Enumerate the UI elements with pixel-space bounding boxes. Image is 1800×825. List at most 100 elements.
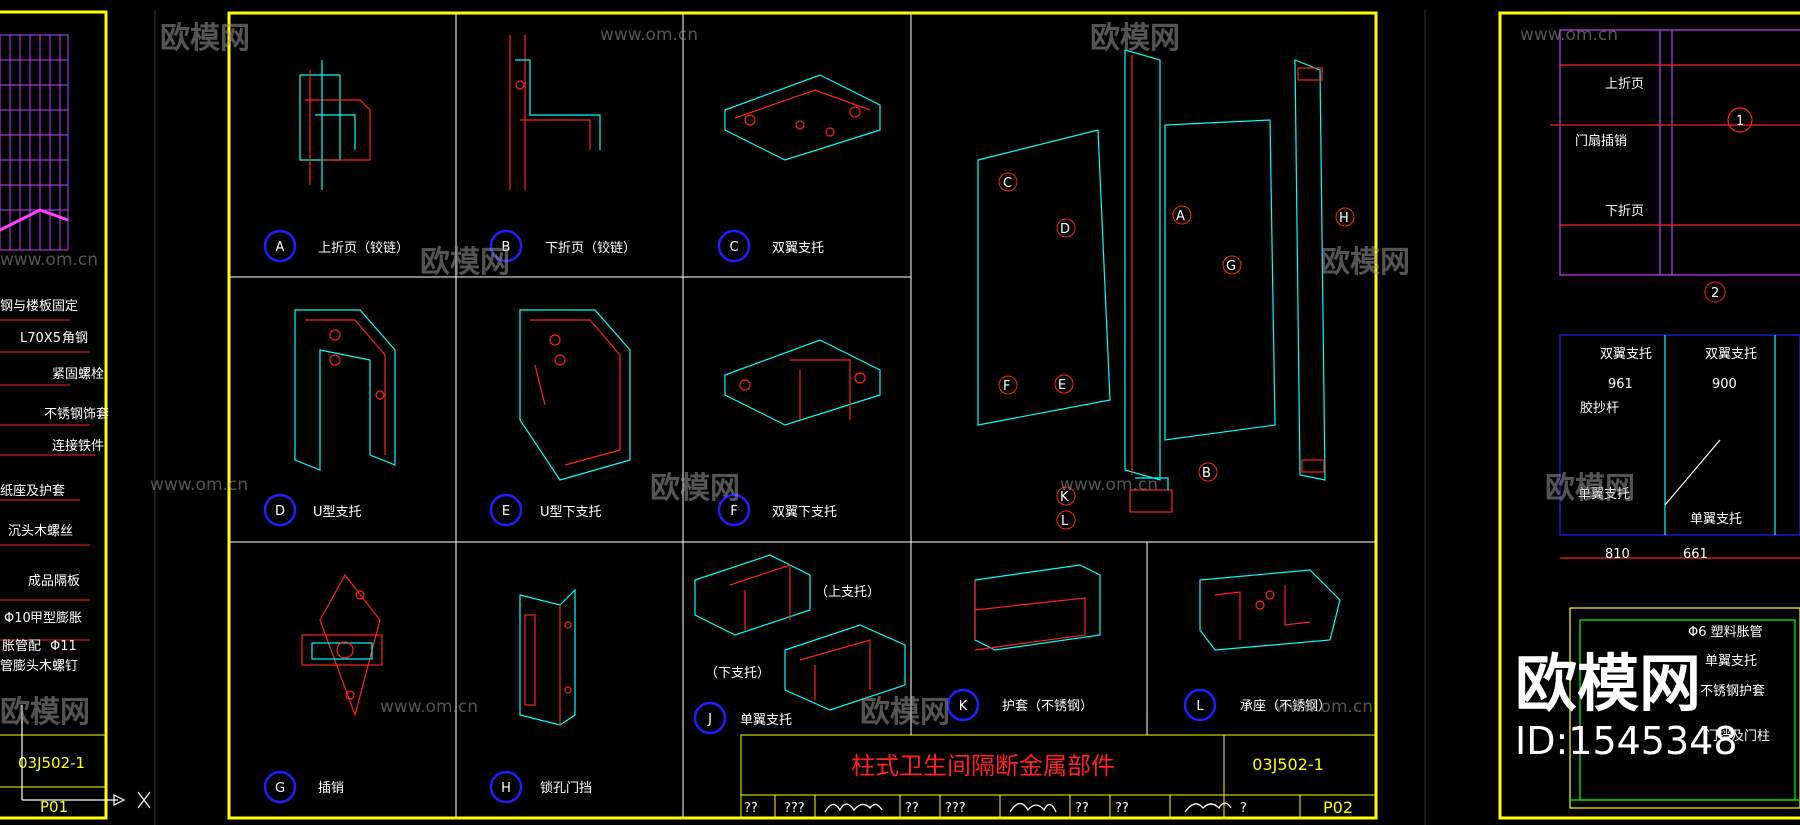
watermarks: 欧模网 欧模网 欧模网 欧模网 欧模网 欧模网 欧模网 欧模网 www.om.c… (0, 21, 1635, 730)
left-note-1: L70X5 (20, 331, 61, 346)
watermark-url-3: www.om.cn (150, 475, 248, 495)
right-elevation (1550, 29, 1800, 809)
id-watermark-brand: 欧模网 (1515, 647, 1702, 720)
svg-text:单翼支托: 单翼支托 (740, 713, 792, 728)
sig-cell-0: ?? (744, 801, 758, 816)
left-note-11: 胀管配 (2, 639, 41, 654)
sheet-title: 柱式卫生间隔断金属部件 (851, 752, 1115, 780)
drawing-g (301, 573, 383, 717)
drawing-f (724, 339, 881, 426)
svg-text:U型支托: U型支托 (313, 505, 362, 520)
left-note-0: 钢与楼板固定 (0, 299, 78, 314)
callout-k: K (1056, 486, 1076, 506)
svg-text:H: H (1339, 211, 1349, 226)
right-label-7: 单翼支托 (1690, 512, 1742, 527)
right-label-5: 胶抄杆 (1580, 400, 1619, 416)
right-dim-3: 661 (1683, 547, 1708, 562)
left-grid-drawing (0, 34, 69, 251)
watermark-url-1: www.om.cn (1520, 25, 1618, 45)
svg-text:2: 2 (1711, 286, 1719, 301)
watermark-brand-1: 欧模网 (160, 21, 250, 56)
watermark-brand-7: 欧模网 (0, 695, 90, 730)
drawing-l (1199, 569, 1341, 651)
part-d: D U型支托 (263, 493, 362, 527)
svg-text:F: F (730, 504, 737, 519)
drawing-e (519, 309, 631, 481)
left-note-5: 连接铁件 (52, 438, 104, 454)
right-sheet: 2 1 上折页 门扇插销 下折页 双翼支托 双翼支托 胶抄杆 单翼支托 单翼支托… (1424, 10, 1800, 825)
watermark-url-6: www.om.cn (1275, 697, 1373, 717)
svg-text:上折页（铰链）: 上折页（铰链） (318, 241, 409, 256)
right-label-6: 单翼支托 (1578, 487, 1630, 502)
callout-f: F (998, 375, 1018, 395)
svg-text:承座（不锈钢）: 承座（不锈钢） (1240, 699, 1331, 714)
drawing-d (294, 309, 396, 471)
drawing-a (299, 60, 371, 190)
left-note-10: 甲型膨胀 (30, 611, 82, 626)
watermark-url-4: www.om.cn (1060, 475, 1158, 495)
left-note-13: 管膨头木螺钉 (0, 659, 78, 674)
svg-text:C: C (1003, 176, 1012, 191)
right-circle-marks: 2 1 (1704, 114, 1744, 303)
watermark-brand-4: 欧模网 (650, 471, 740, 506)
left-note-3: 紧固螺栓 (52, 367, 104, 382)
svg-text:1: 1 (1736, 114, 1744, 129)
right-label-4: 双翼支托 (1705, 347, 1757, 362)
right-label-8: Φ6 塑料胀管 (1688, 625, 1763, 640)
signature-scribbles (824, 802, 1232, 813)
right-dim-2: 810 (1605, 547, 1630, 562)
left-note-2: 角钢 (62, 331, 88, 346)
drawing-h (519, 588, 576, 726)
callout-e: E (1054, 374, 1074, 394)
left-drawing-no: 03J502-1 (18, 754, 85, 772)
left-sheet: 钢与楼板固定 L70X5 角钢 紧固螺栓 不锈钢饰套 连接铁件 纸座及护套 沉头… (0, 10, 151, 820)
svg-text:F: F (1003, 379, 1010, 394)
callout-l: L (1056, 510, 1076, 530)
left-note-7: 沉头木螺丝 (8, 524, 73, 539)
svg-text:双翼支托: 双翼支托 (772, 241, 824, 256)
sig-cell-6: ? (1240, 801, 1247, 816)
drawing-k (974, 564, 1101, 651)
title-block (740, 734, 1377, 819)
drawing-b (509, 35, 601, 190)
right-label-11: 门挡及门柱 (1705, 729, 1770, 744)
svg-text:G: G (275, 781, 285, 796)
ucs-icon (21, 705, 151, 809)
svg-text:B: B (1202, 466, 1211, 481)
svg-text:D: D (275, 504, 285, 519)
cell-grid (229, 13, 1376, 818)
svg-text:U型下支托: U型下支托 (540, 505, 602, 520)
svg-text:A: A (1176, 209, 1185, 224)
watermark-url-2: www.om.cn (0, 250, 98, 270)
left-note-9: Φ10 (4, 611, 31, 626)
right-dim-1: 900 (1712, 377, 1737, 392)
sig-cell-2: ?? (905, 801, 919, 816)
callout-b: B (1198, 462, 1218, 482)
drawing-c (724, 74, 881, 161)
watermark-brand-0: 欧模网 (1090, 21, 1180, 56)
right-label-3: 双翼支托 (1600, 347, 1652, 362)
id-watermark: 欧模网 ID:1545348 (1515, 650, 1800, 770)
right-dim-0: 961 (1608, 377, 1633, 392)
assembly-callouts: C D A H G F E B K L (998, 172, 1355, 530)
callout-d: D (1056, 218, 1076, 238)
assembly-drawing (977, 49, 1326, 513)
svg-text:K: K (959, 699, 968, 714)
right-label-1: 门扇插销 (1575, 133, 1627, 149)
svg-text:D: D (1060, 222, 1070, 237)
sig-cell-5: ?? (1115, 801, 1129, 816)
svg-text:下折页（铰链）: 下折页（铰链） (545, 241, 636, 256)
watermark-url-5: www.om.cn (380, 697, 478, 717)
svg-text:C: C (729, 240, 738, 255)
callout-g: G (1222, 255, 1242, 275)
